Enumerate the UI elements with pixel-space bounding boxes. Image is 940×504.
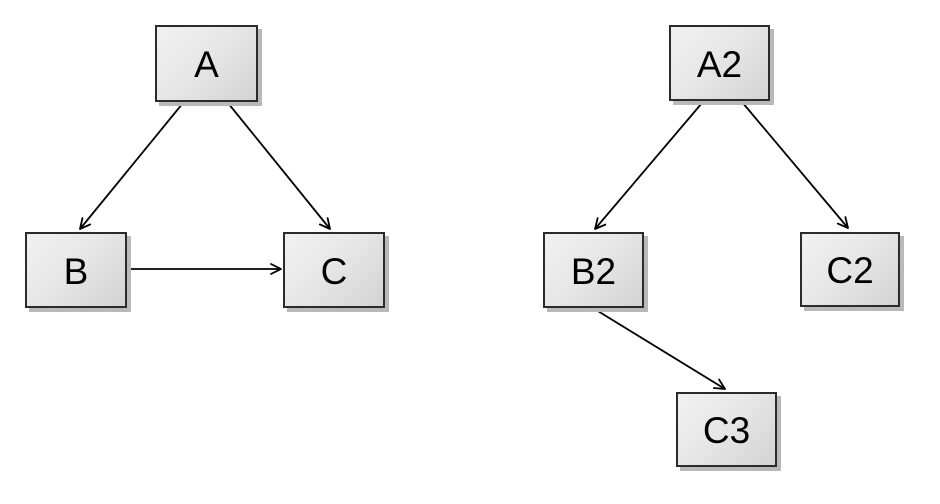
node-B2[interactable]: B2 xyxy=(543,232,644,308)
edge-A2-C2 xyxy=(741,101,849,229)
node-label: B2 xyxy=(570,250,617,292)
node-B[interactable]: B xyxy=(25,232,127,308)
node-C[interactable]: C xyxy=(283,232,385,308)
edge-A-C xyxy=(227,102,331,230)
node-C3[interactable]: C3 xyxy=(676,392,777,467)
node-A[interactable]: A xyxy=(155,25,258,102)
edge-B2-C3 xyxy=(592,307,726,390)
node-label: B xyxy=(63,250,89,292)
node-C2[interactable]: C2 xyxy=(800,232,900,307)
node-label: C2 xyxy=(826,250,874,291)
edge-A2-B2 xyxy=(594,102,703,230)
node-A2[interactable]: A2 xyxy=(669,25,770,101)
node-label: A2 xyxy=(696,43,743,85)
edge-A-B xyxy=(79,102,184,230)
node-label: C xyxy=(320,250,348,292)
node-label: C3 xyxy=(702,410,751,451)
node-label: A xyxy=(194,44,219,85)
